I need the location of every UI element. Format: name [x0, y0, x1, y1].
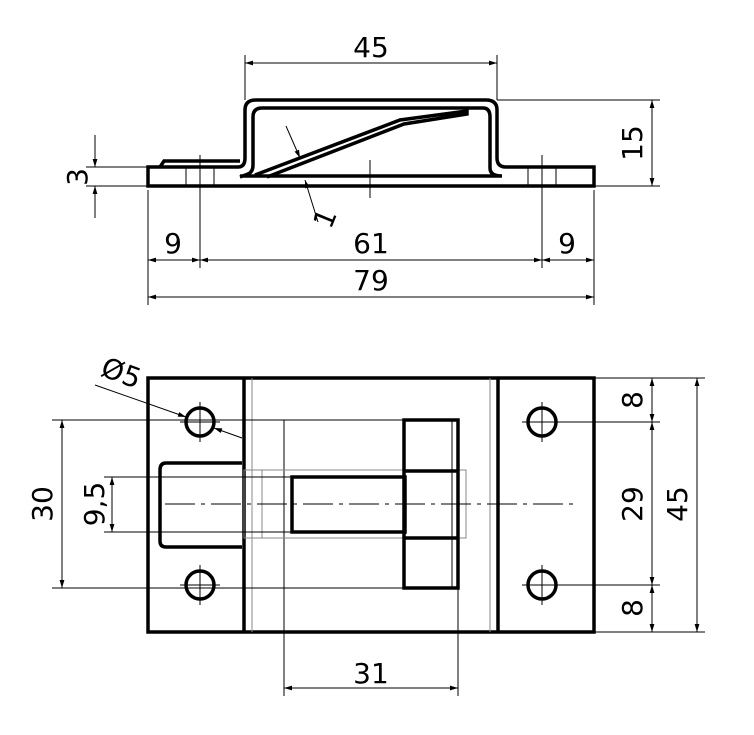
dim-bolt-span: 30 — [26, 486, 59, 522]
dim-spring-thickness: 1 — [307, 204, 344, 233]
dim-top-width: 45 — [353, 31, 389, 64]
plate-outline — [146, 376, 596, 634]
dim-head-length: 31 — [353, 657, 389, 690]
keeper-tab — [158, 461, 242, 549]
left-flange-lip — [158, 159, 240, 168]
dim-left-hole-offset: 9 — [164, 227, 182, 260]
inner-hump — [239, 106, 503, 179]
dim-height: 15 — [616, 125, 649, 161]
dim-overall-length: 79 — [353, 264, 389, 297]
dim-overall-width: 45 — [661, 486, 694, 522]
dim-right-hole-offset: 9 — [558, 227, 576, 260]
dim-thickness: 3 — [61, 168, 94, 186]
hole-centerlines — [185, 155, 557, 198]
dim-hole-spacing: 61 — [353, 227, 389, 260]
dim-hole-pitch: 29 — [616, 486, 649, 522]
top-view: Ø5 30 9,5 8 29 8 45 31 — [26, 351, 705, 696]
dim-top-margin: 8 — [616, 391, 649, 409]
spring-leaf — [254, 108, 469, 179]
mounting-holes — [180, 402, 660, 605]
base-plate-outline — [146, 98, 596, 188]
dim-bolt-width: 9,5 — [78, 482, 111, 527]
side-view: 45 15 3 1 9 61 9 79 — [61, 31, 660, 305]
dim-bottom-margin: 8 — [616, 599, 649, 617]
